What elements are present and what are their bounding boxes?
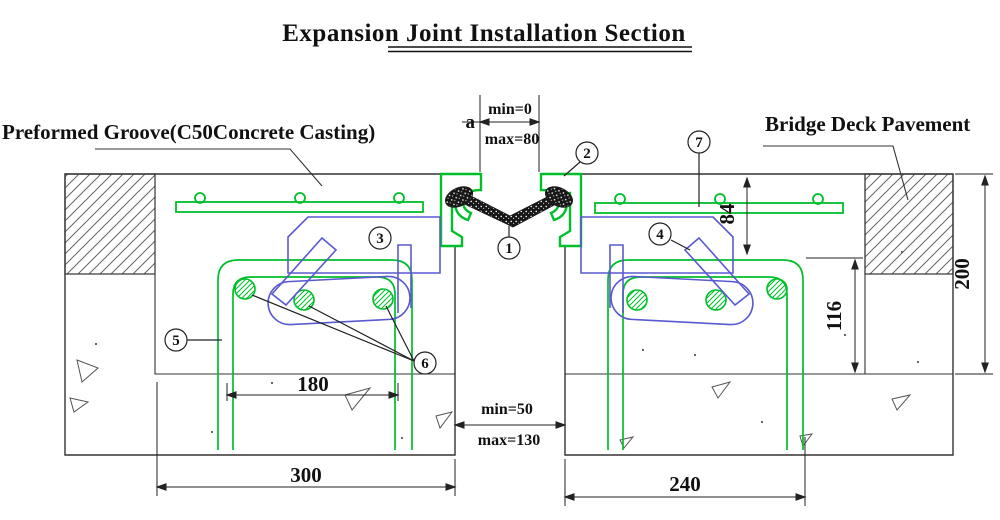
dim-gap-bottom-min: min=50 [481, 401, 533, 418]
right-edge-profile [539, 172, 583, 248]
dim-gap-top: a min=0 max=80 [462, 95, 541, 172]
balloon-6-num: 6 [421, 356, 429, 372]
balloon-6: 6 [251, 294, 437, 375]
left-anchor-assembly [267, 216, 441, 326]
bolt-hole [614, 193, 626, 205]
balloon-3-num: 3 [376, 231, 384, 247]
bolt-hole [294, 192, 306, 204]
drawing-title: Expansion Joint Installation Section [282, 20, 686, 47]
balloon-1: 1 [497, 226, 521, 260]
left-construction-joint [154, 274, 455, 375]
balloon-2-num: 2 [583, 146, 591, 162]
transverse-rebar-sections [234, 278, 788, 311]
seal-band [459, 192, 561, 228]
balloon-4-num: 4 [656, 227, 664, 243]
pavement-blocks [64, 173, 954, 275]
right-anchor-plate [594, 193, 844, 214]
preformed-groove-label: Preformed Groove(C50Concrete Casting) [2, 120, 375, 144]
dimensions: a min=0 max=80 min=50 max=130 180 [155, 95, 993, 506]
dim-240-text: 240 [669, 472, 701, 496]
rubber-seal [444, 186, 574, 228]
concrete-texture-marks [69, 250, 920, 449]
right-anchor-assembly [580, 216, 754, 326]
balloon-1-num: 1 [505, 241, 513, 257]
preformed-groove-leader [95, 148, 323, 187]
left-anchor-plate [175, 192, 424, 213]
bridge-deck-pavement-leader [763, 145, 909, 201]
dim-gap-bottom: min=50 max=130 [453, 401, 567, 449]
left-edge-profile [439, 172, 483, 248]
balloon-7-num: 7 [695, 135, 703, 151]
dim-240: 240 [563, 437, 807, 506]
dim-180-text: 180 [297, 372, 329, 396]
balloon-4: 4 [648, 222, 691, 251]
dim-200: 200 [950, 173, 993, 375]
dim-200-text: 200 [950, 258, 974, 290]
dim-84-text: 84 [715, 203, 739, 225]
balloon-2: 2 [563, 141, 599, 177]
balloon-5: 5 [164, 328, 222, 352]
dim-gap-top-max: max=80 [485, 131, 539, 148]
dim-gap-top-prefix: a [466, 112, 476, 133]
bolt-hole [812, 193, 824, 205]
bolt-hole [393, 192, 405, 204]
left-pavement-hatch [64, 173, 156, 275]
dim-116: 116 [806, 257, 863, 374]
balloon-7: 7 [687, 130, 711, 207]
dim-116-text: 116 [822, 301, 846, 331]
balloon-5-num: 5 [172, 333, 180, 349]
bolt-hole [194, 192, 206, 204]
seal-bulb-left [444, 186, 474, 208]
seal-bulb-right [544, 186, 574, 208]
bridge-deck-pavement-label: Bridge Deck Pavement [765, 112, 970, 136]
balloon-callouts: 1 2 3 4 5 6 7 [164, 130, 711, 375]
bolt-hole [714, 193, 726, 205]
dim-gap-bottom-max: max=130 [478, 432, 540, 449]
dim-300-text: 300 [290, 463, 322, 487]
dim-84: 84 [715, 176, 751, 256]
text-labels: Expansion Joint Installation Section Pre… [2, 20, 970, 201]
right-pavement-hatch [864, 173, 954, 275]
anchor-assemblies [267, 216, 754, 326]
balloon-3: 3 [368, 226, 392, 250]
title-underline [388, 46, 692, 53]
dim-180: 180 [225, 372, 400, 401]
dim-300: 300 [155, 382, 457, 496]
dim-gap-top-min: min=0 [488, 101, 532, 118]
